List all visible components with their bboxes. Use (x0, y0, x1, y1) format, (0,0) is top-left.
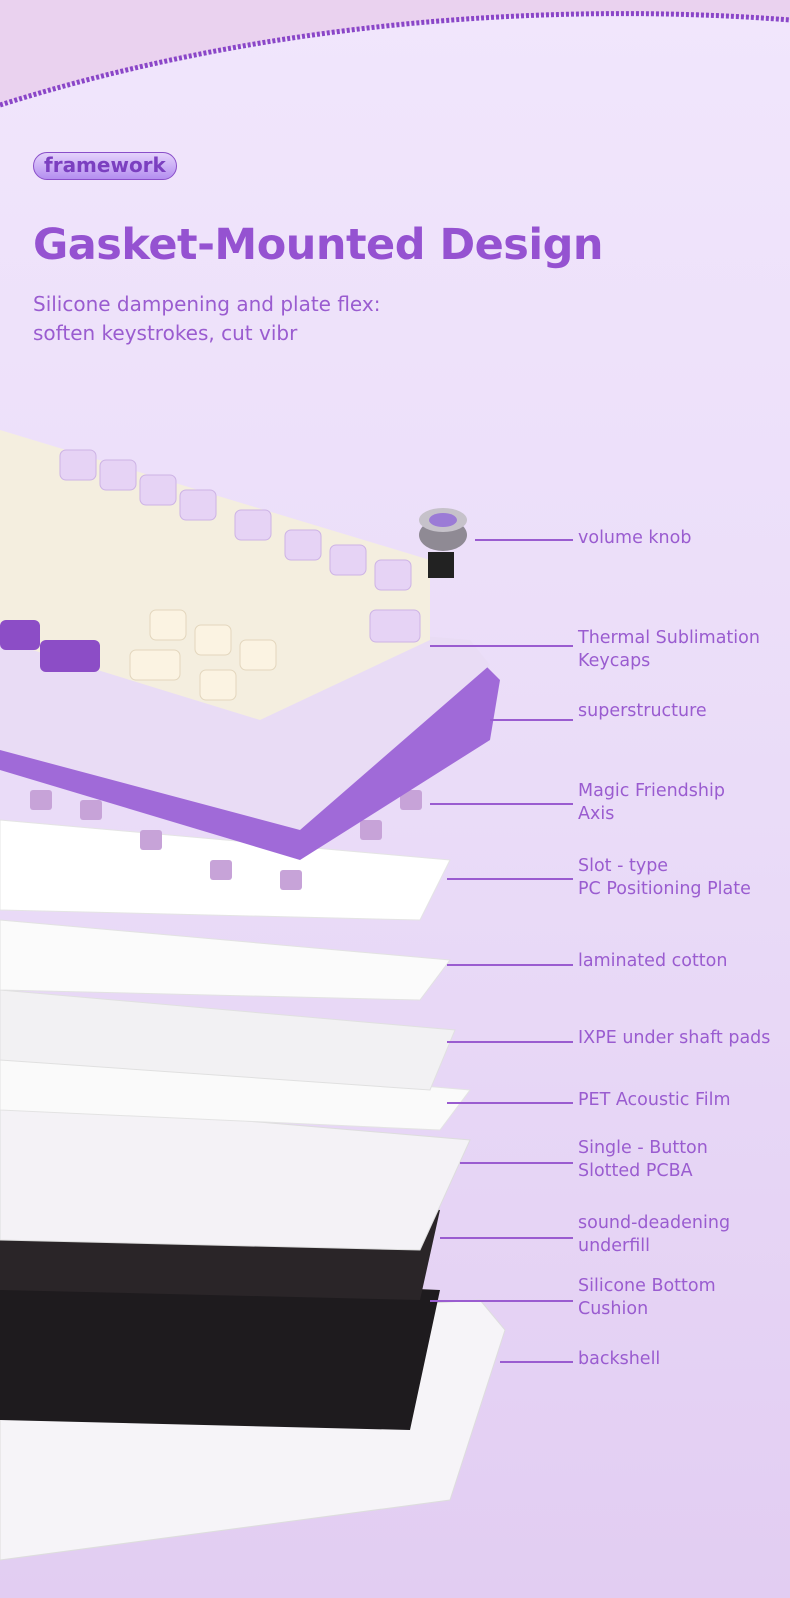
label-pcba: Single - Button Slotted PCBA (578, 1138, 708, 1181)
label-positioning-plate: Slot - type PC Positioning Plate (578, 856, 751, 899)
page-title: Gasket-Mounted Design (33, 220, 604, 270)
leader-line (447, 1102, 573, 1104)
leader-line (430, 803, 573, 805)
leader-line (440, 1237, 573, 1239)
bottom-cushion-layer (0, 1270, 440, 1430)
leader-line (460, 1162, 573, 1164)
label-keycaps: Thermal Sublimation Keycaps (578, 628, 760, 671)
label-superstructure: superstructure (578, 701, 707, 721)
cotton-layer (0, 919, 451, 1001)
pcba-layer (0, 1099, 471, 1251)
label-laminated-cotton: laminated cotton (578, 951, 728, 971)
exploded-keyboard-illustration (0, 430, 506, 1561)
ixpe-layer (0, 989, 456, 1091)
leader-line (447, 878, 573, 880)
page-subtitle: Silicone dampening and plate flex: softe… (33, 292, 381, 345)
label-volume-knob: volume knob (578, 528, 692, 548)
leader-line (430, 1300, 573, 1302)
volume-knob (419, 508, 467, 578)
leader-line (500, 1361, 573, 1363)
leader-line (475, 539, 573, 541)
label-pet-film: PET Acoustic Film (578, 1090, 731, 1110)
label-switch-axis: Magic Friendship Axis (578, 781, 725, 824)
label-underfill: sound-deadening underfill (578, 1213, 731, 1256)
keycaps (0, 430, 430, 720)
leader-line (447, 1041, 573, 1043)
label-bottom-cushion: Silicone Bottom Cushion (578, 1276, 716, 1319)
label-ixpe-pads: IXPE under shaft pads (578, 1028, 771, 1048)
label-backshell: backshell (578, 1349, 661, 1369)
decorative-wave (0, 0, 790, 108)
leader-line (447, 964, 573, 966)
leader-line (430, 645, 573, 647)
switches (30, 790, 422, 890)
leader-line (490, 719, 573, 721)
section-tag: framework (33, 152, 177, 180)
